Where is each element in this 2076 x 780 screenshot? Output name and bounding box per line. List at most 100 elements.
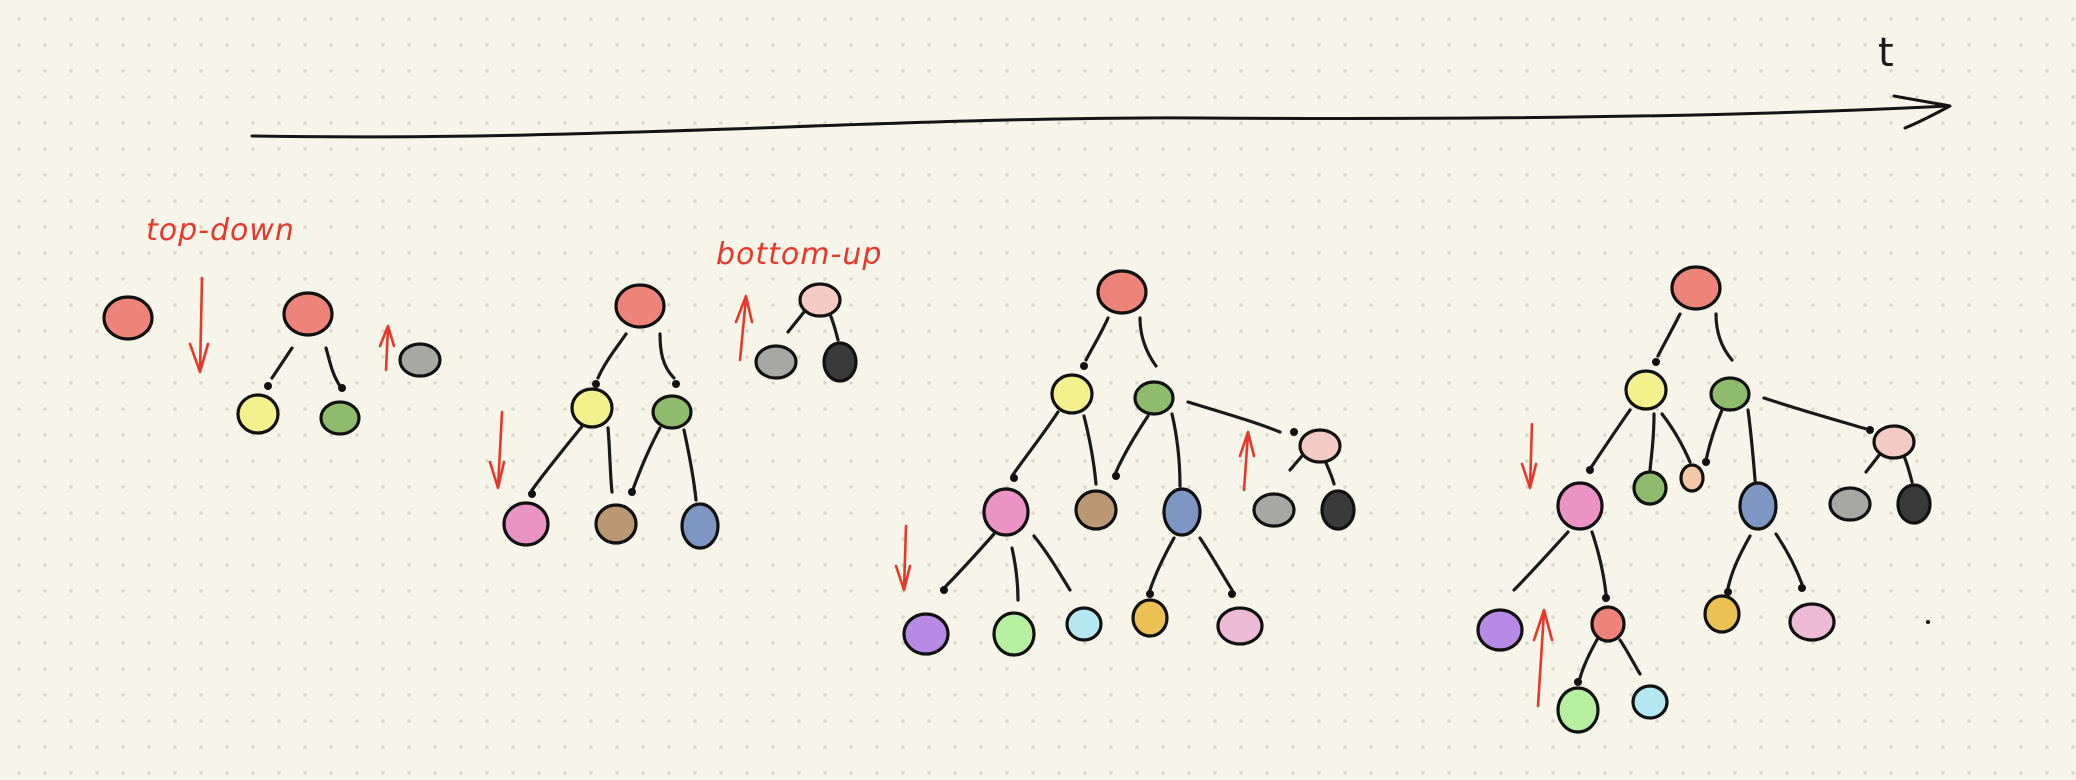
edge-end-dot xyxy=(1080,362,1088,370)
edge-end-dot xyxy=(1866,426,1874,434)
edge-end-dot xyxy=(1574,678,1582,686)
tree-node-green xyxy=(1632,470,1668,506)
tree-node-red xyxy=(102,295,154,341)
tree-node-gold xyxy=(1131,598,1169,638)
edge-end-dot xyxy=(338,384,346,392)
bottom-up-arrow xyxy=(734,294,754,362)
edge xyxy=(1590,530,1608,596)
edge-end-dot xyxy=(940,586,948,594)
edge xyxy=(1148,536,1176,592)
bottom-up-label: bottom-up xyxy=(716,237,882,272)
tree-node-green xyxy=(651,394,693,430)
edge-end-dot xyxy=(1652,358,1660,366)
edge-end-dot xyxy=(1010,474,1018,482)
tree-node-yellow xyxy=(1050,373,1094,415)
tree-node-lightgreen xyxy=(992,611,1036,657)
tree-node-palepink xyxy=(1872,424,1916,460)
tree-node-yellow xyxy=(1624,369,1668,411)
tree-node-pink xyxy=(982,487,1030,537)
tree-node-pink xyxy=(1556,481,1604,531)
tree-node-red xyxy=(1590,605,1626,643)
tree-node-tan xyxy=(1074,489,1118,531)
time-axis-label: t xyxy=(1878,30,1894,76)
tree-node-purple xyxy=(902,612,950,656)
edge xyxy=(1114,414,1150,474)
edge xyxy=(1660,412,1692,464)
edge-end-dot xyxy=(1228,590,1236,598)
edge xyxy=(530,422,586,492)
stage-1 xyxy=(102,276,442,436)
edge xyxy=(1864,452,1882,474)
tree-node-blue xyxy=(1738,481,1778,531)
edge xyxy=(606,426,614,494)
tree-node-green xyxy=(1709,376,1751,412)
tree-node-purple xyxy=(1476,608,1524,652)
stray-dot xyxy=(1926,620,1930,624)
edge xyxy=(1648,412,1656,472)
stage-3 xyxy=(894,269,1356,657)
edge xyxy=(1084,316,1110,362)
edge xyxy=(1186,400,1282,434)
edge xyxy=(596,332,628,380)
tree-node-black xyxy=(1896,483,1932,525)
edge xyxy=(1032,534,1072,592)
tree-node-tan xyxy=(594,503,638,545)
tree-node-gray xyxy=(1252,492,1296,528)
tree-node-red xyxy=(282,291,334,337)
tree-node-cyan xyxy=(1065,606,1103,642)
tree-node-lightpink xyxy=(1788,602,1836,642)
tree-node-red xyxy=(1670,265,1722,311)
edge xyxy=(1512,530,1570,592)
tree-node-gray xyxy=(398,342,442,378)
tree-node-black xyxy=(822,341,858,383)
tree-node-gray xyxy=(754,344,798,380)
edge-end-dot xyxy=(672,380,680,388)
top-down-arrow xyxy=(1520,422,1538,490)
tree-node-blue xyxy=(680,502,720,550)
edge-end-dot xyxy=(1602,594,1610,602)
edge xyxy=(1656,312,1682,358)
edge-end-dot xyxy=(1112,472,1120,480)
edge xyxy=(1774,532,1804,586)
edge xyxy=(1726,534,1752,590)
edge xyxy=(786,310,806,334)
edge-end-dot xyxy=(628,488,636,496)
edge-end-dot xyxy=(1798,584,1806,592)
edge xyxy=(1746,408,1758,494)
stage-4 xyxy=(1476,265,1932,734)
edge xyxy=(1010,410,1060,478)
edge xyxy=(1578,636,1600,680)
tree-node-green xyxy=(1133,380,1175,416)
top-down-label: top-down xyxy=(146,213,295,248)
edge-end-dot xyxy=(1724,588,1732,596)
edge xyxy=(658,332,676,380)
edge xyxy=(270,346,294,380)
tree-node-red xyxy=(1096,269,1148,315)
edge-end-dot xyxy=(264,382,272,390)
edge xyxy=(944,532,996,588)
edge xyxy=(1288,454,1304,472)
edge-end-dot xyxy=(1290,428,1298,436)
tree-node-gold xyxy=(1703,594,1741,634)
tree-node-black xyxy=(1320,489,1356,531)
edge xyxy=(1714,312,1734,362)
edge xyxy=(1762,396,1872,432)
top-down-arrow xyxy=(894,524,912,592)
edge xyxy=(324,346,342,388)
stage-2 xyxy=(488,282,858,550)
bottom-up-arrow xyxy=(1238,430,1256,492)
edge xyxy=(828,312,840,342)
top-down-arrow xyxy=(188,276,210,374)
tree-node-gray xyxy=(1828,486,1872,522)
tree-node-palepink xyxy=(1298,428,1342,464)
top-down-arrow xyxy=(488,410,506,490)
time-axis: t xyxy=(250,30,1952,139)
edge-end-dot xyxy=(528,490,536,498)
tree-node-palepink xyxy=(798,282,842,318)
time-axis-arrowhead xyxy=(1892,94,1952,130)
edge-end-dot xyxy=(1702,458,1710,466)
edge xyxy=(1590,408,1632,468)
edge xyxy=(1198,536,1234,592)
bottom-up-arrow xyxy=(1532,608,1554,708)
